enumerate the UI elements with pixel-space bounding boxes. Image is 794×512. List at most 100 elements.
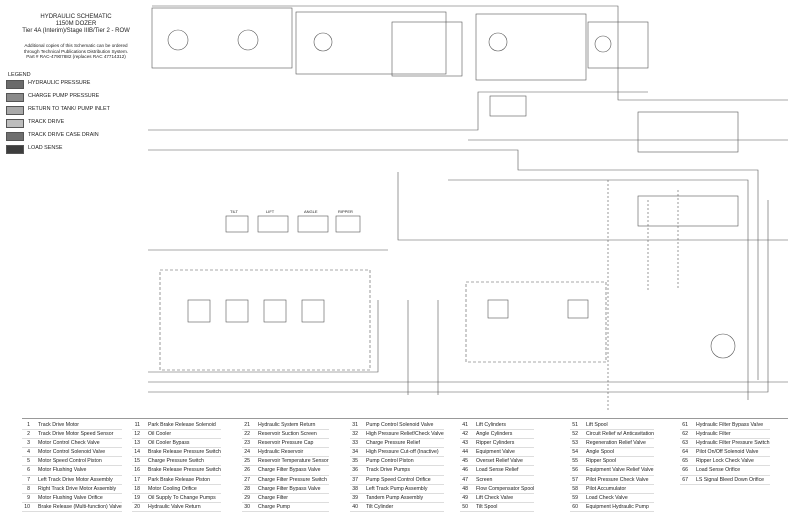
part-name: Angle Spool xyxy=(586,449,614,456)
part-name: Load Sense Relief xyxy=(476,467,519,474)
part-number: 46 xyxy=(462,467,468,474)
part-number: 44 xyxy=(462,449,468,456)
lift-cylinders xyxy=(257,215,289,233)
part-name: Hydraulic Filter xyxy=(696,431,731,438)
note-line: Part # RAC-47907882 (replaces RAC 477143… xyxy=(26,54,126,60)
part-number: 58 xyxy=(572,485,578,492)
pressure-switch-bank xyxy=(637,195,739,227)
part-name: Oil Supply To Change Pumps xyxy=(148,494,216,501)
part-name: Hydraulic System Return xyxy=(258,422,316,428)
part-number: 59 xyxy=(572,494,578,501)
part-number: 35 xyxy=(352,458,358,465)
part-number: 21 xyxy=(244,422,250,428)
legend-label: TRACK DRIVE xyxy=(28,119,65,125)
part-row: 49 Lift Check Valve xyxy=(460,494,535,503)
part-number: 52 xyxy=(572,431,578,438)
right-track-drive-motor-assembly xyxy=(475,13,587,81)
title-line: HYDRAULIC SCHEMATIC xyxy=(40,14,112,20)
part-number: 41 xyxy=(462,422,468,428)
part-name: Equipment Valve xyxy=(476,449,515,456)
part-name: LS Signal Bleed Down Orifice xyxy=(696,476,765,483)
part-number: 50 xyxy=(462,503,468,510)
ripper-spool xyxy=(301,299,325,323)
part-number: 53 xyxy=(572,440,578,447)
part-number: 8 xyxy=(27,485,30,492)
title-line: Tier 4A (Interim)/Stage IIIB/Tier 2 - RO… xyxy=(22,28,130,34)
legend-item: CHARGE PUMP PRESSURE xyxy=(6,93,126,102)
ripper-label: RIPPER xyxy=(338,209,353,214)
part-number: 24 xyxy=(244,449,250,456)
part-row: 21 Hydraulic System Return xyxy=(242,421,329,431)
part-name: Lift Spool xyxy=(586,422,608,428)
legend-heading: LEGEND xyxy=(8,72,31,78)
part-name: Pump Control Piston xyxy=(366,458,414,465)
part-name: Oil Cooler Bypass xyxy=(148,440,190,447)
part-name: Pilot Accumulator xyxy=(586,485,627,492)
part-number: 4 xyxy=(27,449,30,456)
part-number: 23 xyxy=(244,440,250,447)
part-name: Motor Control Solenoid Valve xyxy=(38,449,106,456)
ordering-note: Additional copies of this Schematic can … xyxy=(6,43,146,60)
tandem-pump-assembly xyxy=(295,11,447,75)
charge-pump xyxy=(313,32,333,52)
legend-swatch xyxy=(6,93,24,102)
legend-item: RETURN TO TANK/ PUMP INLET xyxy=(6,106,126,115)
legend-swatch xyxy=(6,106,24,115)
part-number: 64 xyxy=(682,449,688,456)
part-number: 65 xyxy=(682,458,688,465)
part-name: Pilot On/Off Solenoid Valve xyxy=(696,449,759,456)
part-number: 10 xyxy=(24,503,30,510)
part-name: Motor Speed Control Piston xyxy=(38,458,102,465)
part-name: Ripper Spool xyxy=(586,458,616,465)
equipment-hydraulic-pump xyxy=(710,333,736,359)
lift-label: LIFT xyxy=(266,209,275,214)
part-number: 1 xyxy=(27,422,30,428)
part-name: Right Track Drive Motor Assembly xyxy=(38,485,117,492)
legend-swatch xyxy=(6,80,24,89)
part-number: 38 xyxy=(352,485,358,492)
part-number: 42 xyxy=(462,431,468,438)
legend-label: CHARGE PUMP PRESSURE xyxy=(28,93,100,99)
track-drive-pump-left xyxy=(167,29,189,51)
part-row: 8 Right Track Drive Motor Assembly xyxy=(22,485,122,494)
part-number: 14 xyxy=(134,449,140,456)
part-number: 49 xyxy=(462,494,468,501)
part-number: 12 xyxy=(134,431,140,438)
legend-item: TRACK DRIVE xyxy=(6,119,126,128)
legend-swatch xyxy=(6,145,24,154)
part-row: 53 Regeneration Relief Valve xyxy=(570,439,655,449)
angle-spool xyxy=(263,299,287,323)
part-row: 44 Equipment Valve xyxy=(460,448,535,458)
part-name: Regeneration Relief Valve xyxy=(586,440,646,447)
track-drive-motor-right xyxy=(488,32,508,52)
part-name: Lift Check Valve xyxy=(476,494,514,501)
part-number: 43 xyxy=(462,440,468,447)
part-number: 67 xyxy=(682,476,688,483)
